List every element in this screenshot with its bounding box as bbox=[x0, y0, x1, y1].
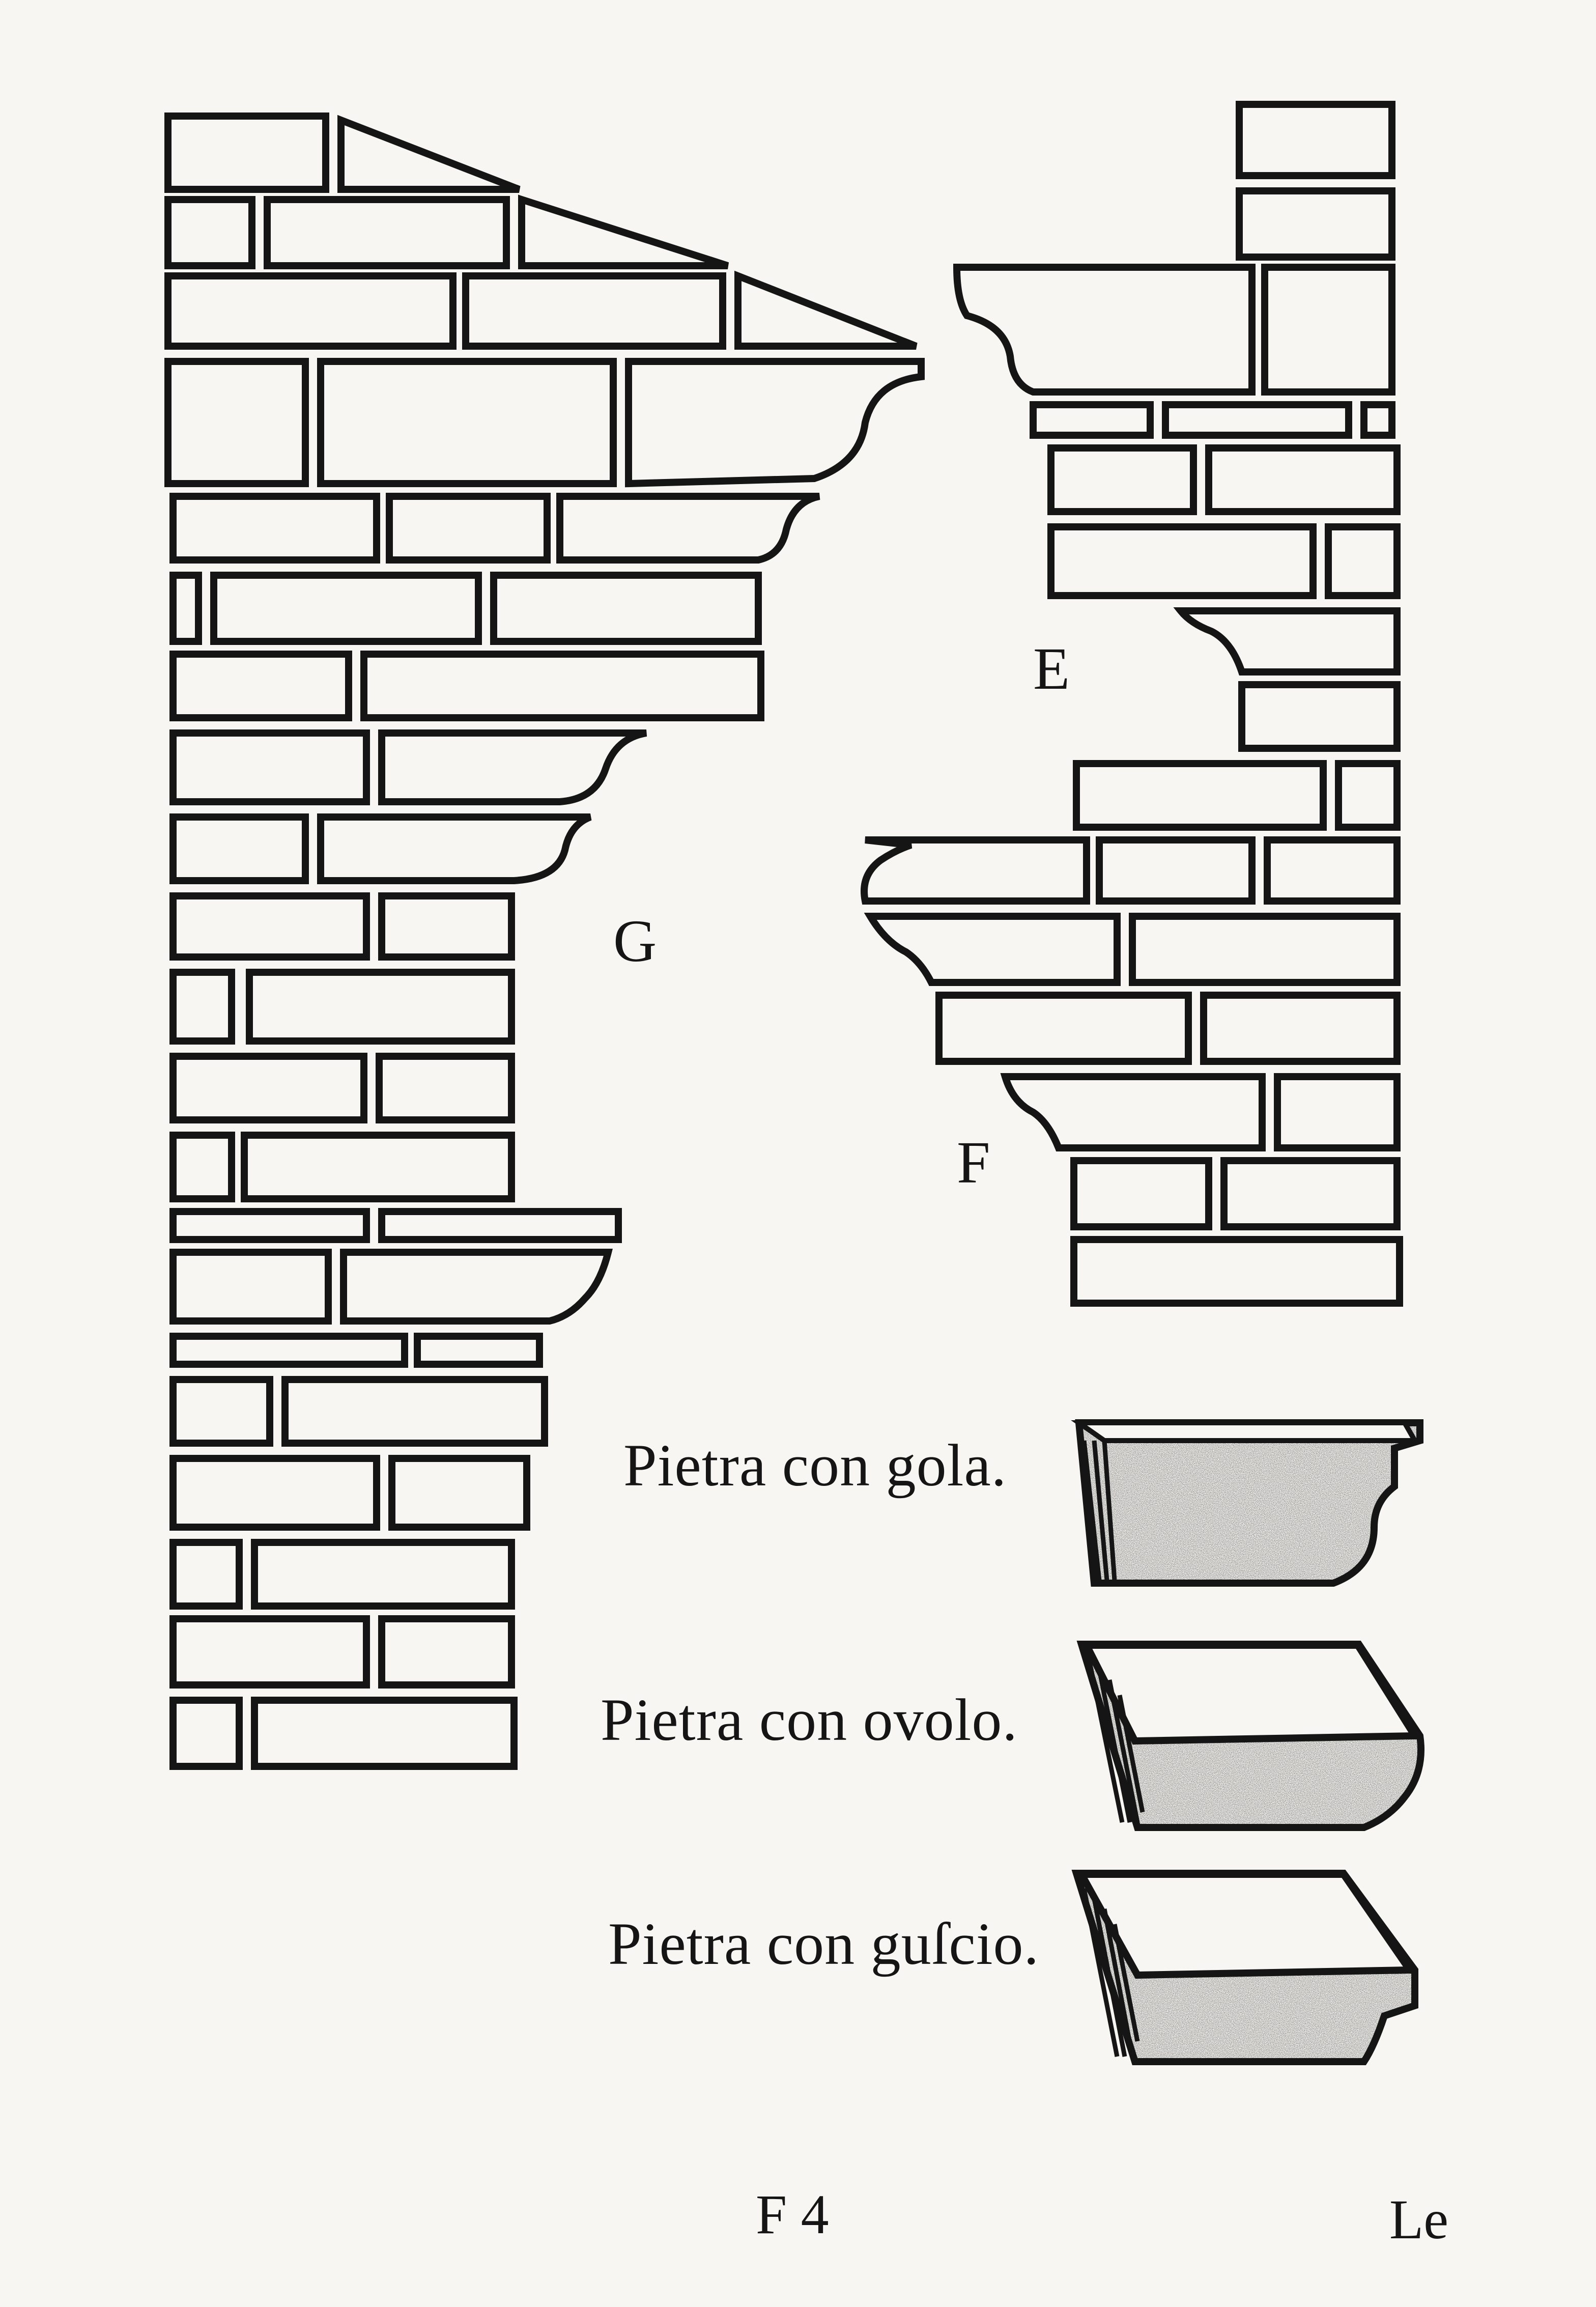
wall-g bbox=[164, 112, 925, 1770]
stone-gola-illustration bbox=[1071, 1419, 1423, 1587]
caption-ovolo: Pietra con ovolo. bbox=[601, 1686, 1018, 1753]
caption-guscio: Pietra con guſcio. bbox=[608, 1910, 1040, 1977]
wall-e-f bbox=[861, 101, 1403, 1307]
figure-label-f: F bbox=[957, 1129, 990, 1196]
caption-gola: Pietra con gola. bbox=[623, 1432, 1007, 1499]
figure-label-g: G bbox=[613, 908, 657, 974]
catchword: Le bbox=[1389, 2188, 1449, 2250]
stone-guscio-illustration bbox=[1071, 1870, 1418, 2065]
stone-ovolo-illustration bbox=[1076, 1641, 1424, 1831]
signature-mark: F 4 bbox=[756, 2183, 829, 2245]
figure-label-e: E bbox=[1033, 635, 1070, 702]
